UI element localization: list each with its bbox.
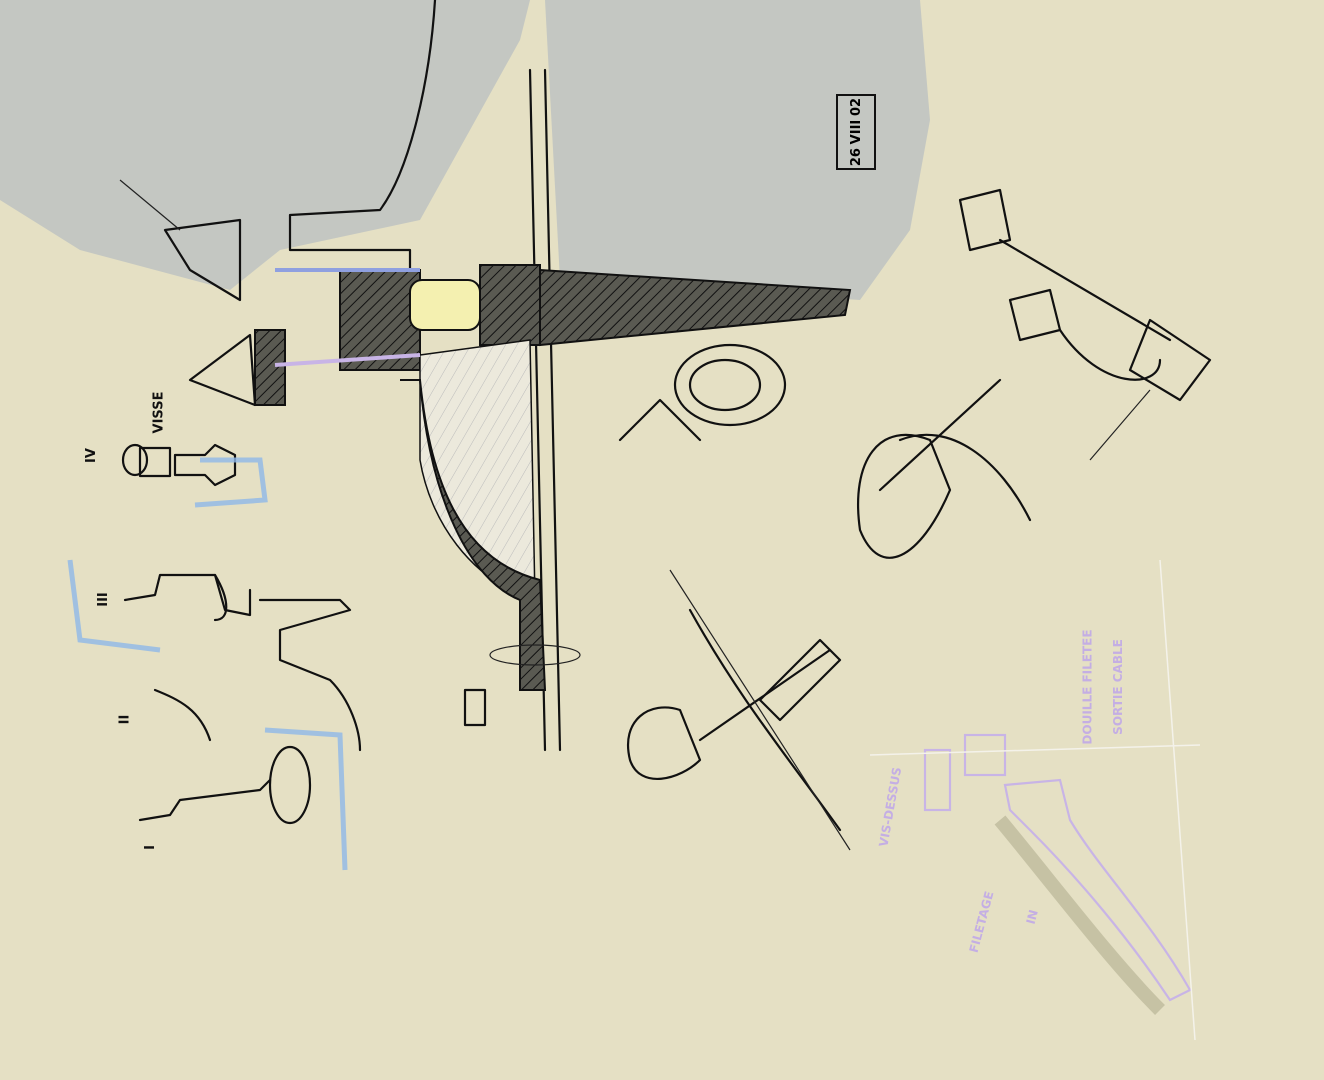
label-step-i: I	[142, 845, 158, 850]
lamp-views	[618, 188, 1212, 851]
label-step-ii: II	[117, 714, 133, 725]
label-step-iii: III	[95, 592, 111, 607]
label-step-iv: IV	[83, 448, 99, 463]
pink-detail	[869, 559, 1201, 1041]
grey-shading-right	[545, 0, 930, 300]
date-stamp: 26 VIII 02	[836, 94, 876, 170]
date-day: 26	[848, 148, 864, 167]
grey-shading	[0, 0, 530, 290]
label-visse: VISSE	[151, 391, 167, 434]
lamp-section	[119, 0, 852, 752]
date-year: 02	[848, 97, 864, 116]
assembly-steps	[67, 443, 362, 871]
note-sortie: SORTIE CABLE	[1110, 639, 1125, 735]
note-douille: DOUILLE FILETEE	[1080, 629, 1095, 745]
date-month: VIII	[848, 119, 864, 145]
